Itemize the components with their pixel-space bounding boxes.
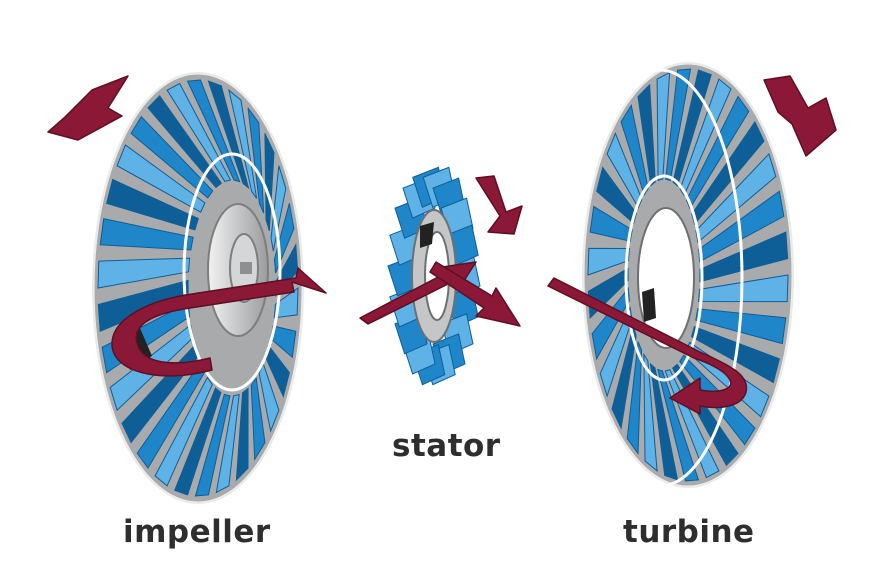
impeller-label: impeller: [123, 514, 271, 550]
stator-label: stator: [392, 428, 501, 464]
impeller-blade: [106, 178, 199, 231]
impeller-blade: [166, 82, 232, 183]
turbine-blade: [685, 95, 750, 210]
stator-pocket: [420, 222, 434, 248]
turbine-blade: [679, 78, 732, 197]
stator-rotation-arrow: [475, 175, 523, 235]
stator-wheel: [387, 166, 481, 386]
impeller-blade: [235, 387, 249, 482]
impeller-blade: [97, 257, 191, 289]
turbine-blade: [596, 166, 637, 225]
impeller-blade: [250, 376, 266, 461]
impeller-blade: [194, 393, 231, 497]
impeller-inner-ring: [182, 152, 282, 392]
turbine-blade: [606, 132, 643, 209]
turbine-blade: [637, 83, 656, 187]
flow-arrows: [47, 75, 837, 415]
turbine-blade: [649, 362, 679, 481]
impeller-blade: [273, 287, 299, 319]
turbine-blade: [665, 68, 692, 182]
turbine-blade: [691, 120, 765, 226]
turbine-wheel: [576, 61, 795, 489]
impeller-flow-arrow: [111, 267, 327, 377]
impeller-blade: [147, 95, 223, 189]
impeller-blade: [99, 218, 194, 251]
turbine-blade: [620, 104, 649, 197]
turbine-blade: [626, 341, 643, 455]
turbine-blade: [587, 247, 630, 276]
impeller-blade: [207, 80, 250, 190]
turbine-blade: [599, 306, 633, 398]
stator-flow-arrow-out: [429, 261, 521, 327]
turbine-blade: [657, 368, 700, 482]
turbine-label: turbine: [623, 514, 755, 550]
impeller-blade: [154, 376, 213, 487]
turbine-front-ring: [576, 68, 744, 488]
turbine-blade: [699, 231, 789, 283]
turbine-blade: [589, 205, 633, 242]
turbine-outer-rim: [581, 61, 795, 489]
impeller-blade: [116, 144, 206, 213]
impeller-blade: [215, 393, 240, 494]
impeller-blade: [258, 362, 280, 433]
stator-blades: [387, 166, 481, 386]
impeller-blade: [174, 387, 222, 496]
turbine-rotation-arrow: [763, 75, 837, 157]
impeller-blades: [97, 79, 299, 497]
turbine-blade: [698, 190, 785, 263]
turbine-blade: [643, 352, 658, 473]
turbine-blade: [656, 71, 671, 181]
turbine-flow-arrow: [547, 277, 748, 415]
impeller-outer-rim: [91, 71, 305, 505]
impeller-blade: [130, 115, 214, 199]
impeller-shaft: [240, 262, 252, 274]
turbine-inner-ring: [624, 174, 704, 382]
impeller-wheel: [91, 71, 305, 505]
impeller-rotation-arrow: [47, 75, 129, 141]
turbine-pocket: [642, 288, 656, 322]
